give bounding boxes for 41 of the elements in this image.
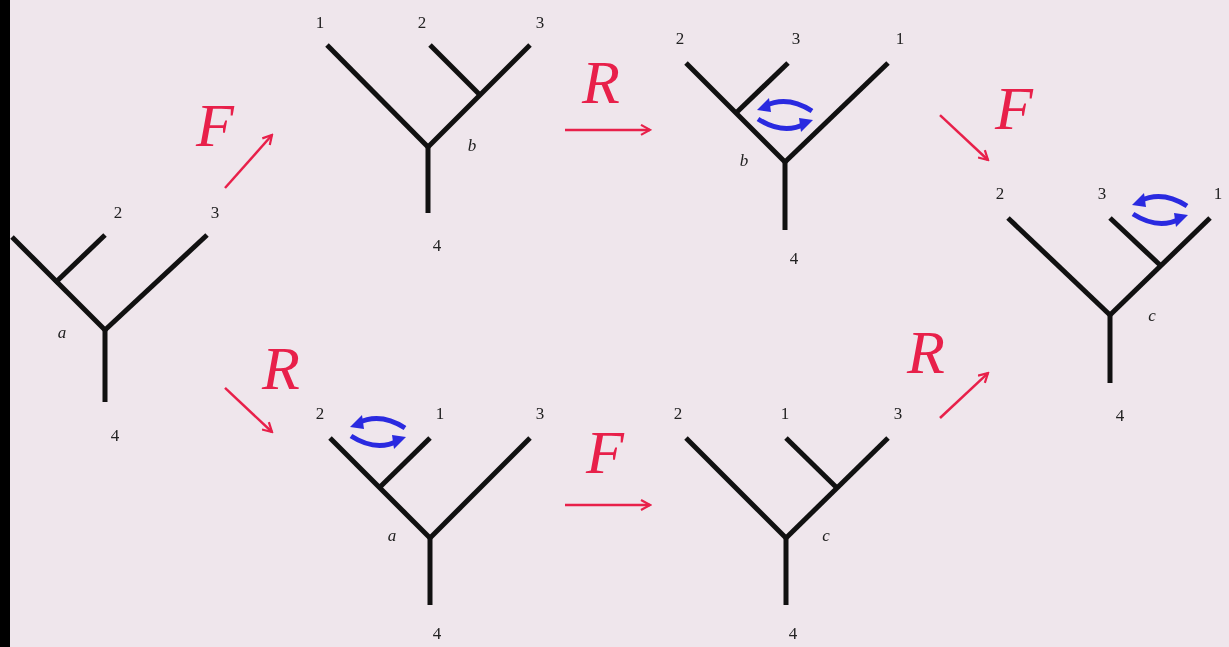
arrow: [224, 133, 274, 189]
leg-label: 1: [315, 13, 325, 31]
leg-label: 3: [893, 404, 903, 422]
edge-label: R: [582, 51, 620, 113]
arrow: [565, 123, 652, 136]
arrow: [939, 114, 990, 162]
edge-label: R: [907, 321, 945, 383]
arrow: [565, 498, 652, 512]
leg-label: 4: [110, 426, 120, 444]
leg-label: 3: [210, 203, 220, 221]
edge-label: F: [196, 94, 234, 156]
leg-label: 3: [1097, 184, 1107, 202]
vertex-label: a: [387, 526, 397, 544]
vertex-label: a: [57, 323, 67, 341]
leg-label: 2: [673, 404, 683, 422]
leg-label: 2: [315, 404, 325, 422]
leg-label: 4: [789, 249, 799, 267]
edge-label: R: [262, 337, 300, 399]
leg-label: 4: [788, 624, 798, 642]
leg-label: 2: [113, 203, 123, 221]
vertex-label: c: [822, 526, 830, 544]
leg-label: 3: [535, 13, 545, 31]
leg-label: 1: [435, 404, 445, 422]
leg-label: 2: [675, 29, 685, 47]
leg-label: 3: [791, 29, 801, 47]
leg-label: 1: [895, 29, 905, 47]
arrow: [939, 372, 990, 419]
edge-label: F: [586, 421, 624, 483]
leg-label: 4: [1115, 406, 1125, 424]
vertex-label: b: [739, 151, 749, 169]
leg-label: 4: [432, 624, 442, 642]
vertex-label: b: [467, 136, 477, 154]
arrow: [224, 387, 274, 434]
leg-label: 1: [780, 404, 790, 422]
leg-label: 1: [1213, 184, 1223, 202]
leg-label: 2: [995, 184, 1005, 202]
edge-label: F: [995, 77, 1033, 139]
leg-label: 4: [432, 236, 442, 254]
vertex-label: c: [1148, 306, 1156, 324]
leg-label: 2: [417, 13, 427, 31]
leg-label: 3: [535, 404, 545, 422]
